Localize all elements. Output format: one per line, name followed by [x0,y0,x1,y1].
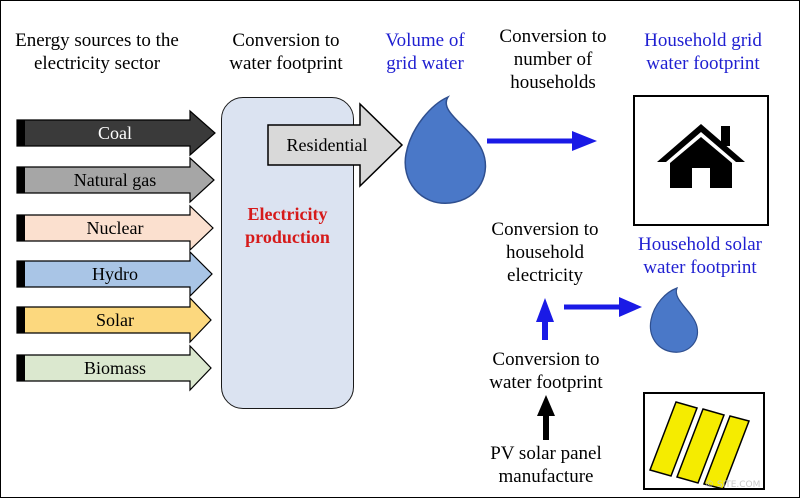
electricity-production-line1: Electricity [247,204,328,224]
conversion-household-electricity-line3: electricity [507,265,583,286]
pv-manufacture-line1: PV solar panel [490,443,602,464]
source-label-solar: Solar [96,310,134,330]
household-solar-label: Household solar water footprint [624,233,776,279]
household-solar-line1: Household solar [637,234,762,255]
arrow-to-household [487,131,597,151]
solar-conversion-water-line2: water footprint [489,372,603,393]
source-label-natural-gas: Natural gas [73,170,157,190]
source-arrow-nuclear [16,204,214,252]
header-energy-sources-line2: electricity sector [33,53,161,74]
residential-label: Residential [286,135,368,155]
header-conversion-households-line3: households [510,72,596,93]
header-conversion-households-line2: number of [513,49,593,70]
source-arrow-coal [16,109,216,157]
source-label-nuclear: Nuclear [86,218,144,238]
header-conversion-households-line1: Conversion to [499,26,607,47]
source-arrow-biomass [16,344,212,392]
header-conversion-water: Conversion to water footprint [212,29,360,75]
conversion-household-electricity: Conversion to household electricity [475,218,615,287]
conversion-household-electricity-line2: household [505,242,585,263]
header-conversion-households: Conversion to number of households [488,25,618,94]
header-volume-grid: Volume of grid water [370,29,480,75]
arrow-up-black [537,395,555,440]
solar-panel-box [643,392,765,490]
electricity-production-label: Electricity production [221,203,354,249]
source-label-biomass: Biomass [83,358,146,378]
header-volume-grid-line1: Volume of [385,30,465,51]
header-volume-grid-line2: grid water [386,53,464,74]
source-arrow-hydro [16,250,213,298]
household-solar-line2: water footprint [643,257,757,278]
source-arrow-natural-gas [16,156,215,204]
water-drop-icon [404,95,487,204]
header-household-grid-line2: water footprint [646,53,760,74]
solar-conversion-water: Conversion to water footprint [476,348,616,394]
source-label-hydro: Hydro [92,264,138,284]
solar-panel-icon [649,401,750,490]
header-energy-sources: Energy sources to the electricity sector [4,29,190,75]
solar-conversion-water-line1: Conversion to [492,349,600,370]
electricity-production-line2: production [245,227,330,247]
solar-water-drop-icon [649,286,699,353]
watermark: © SITE.COM [705,480,761,490]
header-household-grid: Household grid water footprint [630,29,776,75]
pv-manufacture: PV solar panel manufacture [480,442,612,488]
pv-manufacture-line2: manufacture [498,466,594,487]
house-icon [657,124,745,188]
header-household-grid-line1: Household grid [644,30,762,51]
header-conversion-water-line2: water footprint [229,53,343,74]
household-grid-box [633,95,769,226]
arrow-up-blue [536,298,554,340]
header-energy-sources-line1: Energy sources to the [15,30,179,51]
source-label-coal: Coal [98,123,132,143]
residential-arrow [267,102,404,188]
source-arrow-solar [16,296,212,344]
conversion-household-electricity-line1: Conversion to [491,219,599,240]
header-conversion-water-line1: Conversion to [232,30,340,51]
arrow-to-solar-drop [564,297,642,317]
